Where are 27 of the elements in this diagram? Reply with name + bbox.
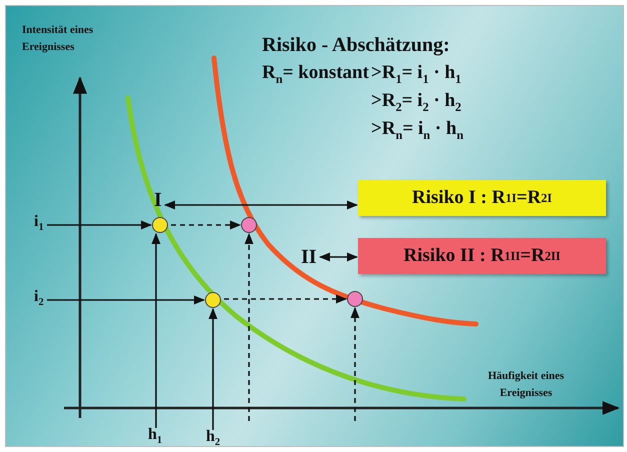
axis-value-label: h$_{2}$ [206, 428, 220, 446]
point-marker [205, 292, 221, 308]
axis-value-label: h$_{1}$ [148, 426, 162, 446]
point-marker [241, 217, 257, 233]
axis-title: Intensität eines Ereignisses [22, 23, 94, 54]
formula: >R$_{n}$= i$_{n}$ · h$_{n}$ [371, 118, 464, 143]
heading: Risiko - Abschätzung: [262, 34, 450, 57]
risk-level-label: II [301, 246, 317, 269]
arrow [47, 220, 152, 230]
dashed-arrow [171, 220, 242, 230]
dashed-arrow [350, 306, 360, 421]
axis-value-label: i$_{1}$ [34, 213, 44, 234]
point-marker [347, 291, 363, 307]
double-arrow [164, 200, 358, 210]
arrow [208, 308, 218, 430]
double-arrow [318, 252, 358, 262]
arrow [47, 296, 206, 304]
formula: R$_{n}$= konstant [262, 62, 369, 87]
point-marker [152, 217, 168, 233]
dashed-arrow [224, 294, 348, 304]
formula: >R$_{1}$= i$_{1}$ · h$_{1}$ [371, 62, 462, 87]
axis-title: Häufigkeit eines Ereignisses [486, 369, 566, 400]
arrow [152, 232, 160, 428]
risk-level-label: I [154, 189, 162, 212]
dashed-arrow [244, 232, 254, 421]
axis-value-label: i$_{2}$ [34, 288, 44, 308]
formula: >R$_{2}$= i$_{2}$ · h$_{2}$ [371, 90, 462, 115]
